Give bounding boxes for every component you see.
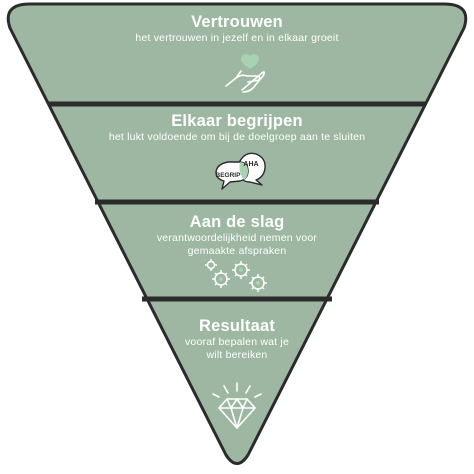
heart-hand-icon [225,54,266,93]
level-subtitle: het vertrouwen in jezelf en in elkaar gr… [135,32,339,44]
gear-right [249,274,267,292]
bubble-label-begrip: BEGRIP [216,172,242,179]
level-title: Elkaar begrijpen [171,112,303,130]
gears-icon [205,259,267,292]
level-title: Resultaat [198,317,276,335]
level-subtitle: het lukt voldoende om bij de doelgroep a… [108,131,366,143]
speech-bubbles-icon: AHA BEGRIP [215,152,266,190]
level-aan-de-slag: Aan de slag verantwoordelijkheid nemen v… [0,212,474,257]
level-title: Aan de slag [189,213,285,231]
bubble-label-aha: AHA [243,161,258,168]
gear-middle [232,261,250,279]
diamond-icon [212,382,262,429]
level-subtitle-line-1: verantwoordelijkheid nemen voor [156,232,318,244]
level-subtitle-line-2: wilt bereiken [206,348,268,361]
gear-small [205,259,217,271]
level-title: Vertrouwen [191,13,283,31]
level-subtitle-line-1: vooraf bepalen wat je [184,336,290,348]
level-subtitle-line-2: gemaakte afspraken [187,244,287,257]
gear-left [212,270,230,288]
pyramid-outline [6,2,468,465]
level-vertrouwen: Vertrouwen het vertrouwen in jezelf en i… [0,12,474,45]
level-resultaat: Resultaat vooraf bepalen wat je wilt ber… [0,316,474,361]
level-elkaar-begrijpen: Elkaar begrijpen het lukt voldoende om b… [0,111,474,144]
